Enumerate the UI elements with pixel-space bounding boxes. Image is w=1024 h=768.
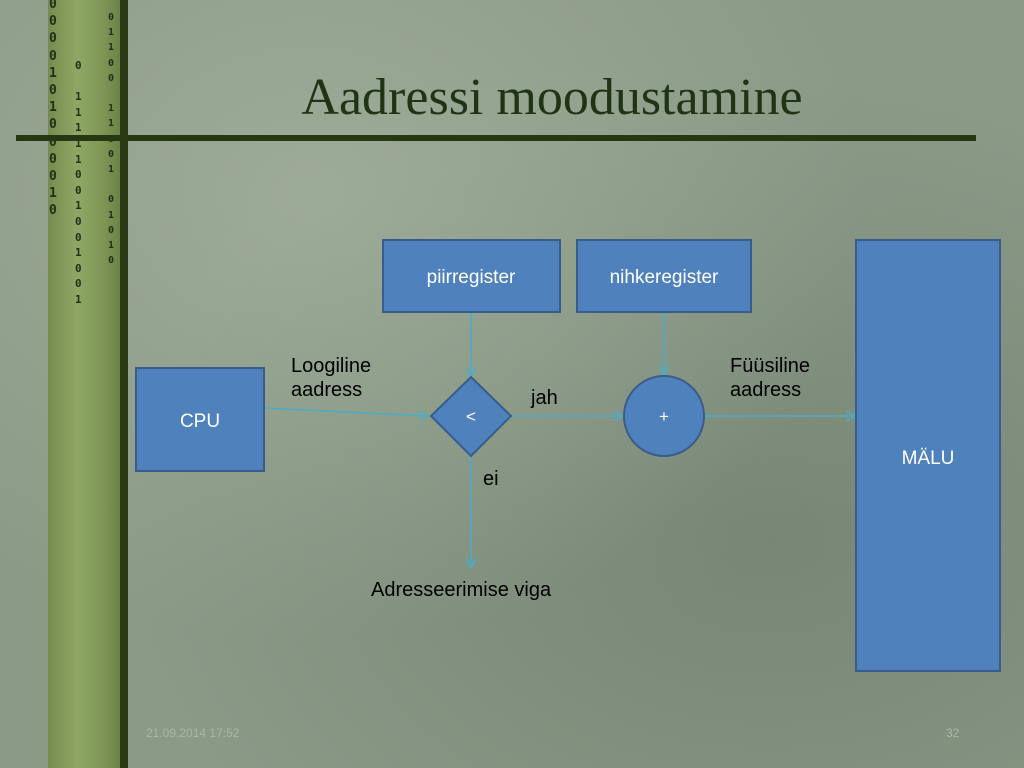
nihkeregister-box: [576, 239, 752, 313]
memory-box: [855, 239, 1001, 672]
piirregister-box: [382, 239, 561, 313]
nihkeregister-label: nihkeregister: [610, 267, 719, 288]
compare-diamond: [429, 375, 513, 458]
binary-digits-column-2: 0 1 1 1 1 1 0 0 1 0 0 1 0 0 1: [75, 59, 82, 306]
cpu-label: CPU: [180, 411, 220, 432]
compare-symbol: <: [466, 407, 476, 426]
memory-label: MÄLU: [902, 448, 955, 469]
addressing-error-label: Adresseerimise viga: [371, 579, 552, 601]
logical-address-label: Loogiline aadress: [291, 355, 372, 401]
piirregister-label: piirregister: [427, 267, 516, 288]
decorative-side-strip: [48, 0, 122, 768]
title-rule-right: [128, 135, 976, 141]
slide-date: 21.09.2014 17:52: [146, 726, 240, 740]
add-symbol: +: [659, 407, 669, 426]
slide-title: Aadressi moodustamine: [301, 69, 803, 126]
add-circle: [623, 375, 705, 457]
side-strip-edge: [120, 0, 128, 768]
cpu-box: [135, 367, 265, 472]
yes-label: jah: [531, 387, 558, 409]
no-label: ei: [483, 468, 499, 490]
arrow-cpu-to-compare: [264, 407, 427, 416]
physical-address-label: Füüsiline aadress: [730, 355, 811, 401]
slide-number: 32: [946, 726, 960, 740]
title-rule-left: [16, 135, 120, 141]
binary-digits-column-1: 0 0 0 0 1 0 1 0 0 0 0 1 0: [49, 0, 57, 219]
binary-digits-column-3: 0 1 1 0 0 1 1 0 0 1 0 1 0 1 0: [108, 12, 115, 267]
